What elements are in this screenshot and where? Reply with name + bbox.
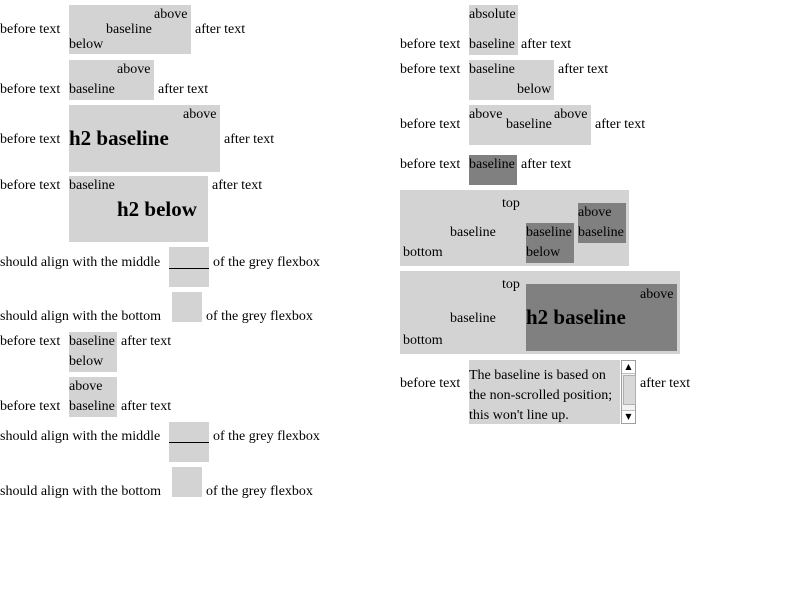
baseline-label: baseline bbox=[450, 311, 496, 326]
scroll-down-arrow-icon[interactable]: ▼ bbox=[622, 410, 635, 423]
below-label: below bbox=[526, 245, 561, 260]
before-text: before text bbox=[400, 157, 461, 172]
scroll-box[interactable]: The baseline is based on the non-scrolle… bbox=[469, 360, 620, 424]
above-label: above bbox=[469, 107, 503, 122]
h2-below-heading: h2 below bbox=[117, 197, 197, 221]
after-text: after text bbox=[121, 334, 172, 349]
above-label: above bbox=[69, 379, 103, 394]
dark-flexbox bbox=[526, 284, 677, 351]
absolute-label: absolute bbox=[469, 7, 516, 22]
baseline-label: baseline bbox=[469, 62, 515, 77]
grey-flexbox bbox=[169, 247, 209, 287]
below-label: below bbox=[517, 82, 552, 97]
grey-flexbox bbox=[69, 105, 220, 172]
above-label: above bbox=[578, 205, 612, 220]
after-text: after text bbox=[521, 157, 572, 172]
baseline-label: baseline bbox=[69, 82, 115, 97]
below-label: below bbox=[69, 354, 104, 369]
top-label: top bbox=[502, 196, 520, 211]
scroll-line: the non-scrolled position; bbox=[469, 388, 613, 403]
after-text: after text bbox=[640, 376, 691, 391]
baseline-label: baseline bbox=[69, 178, 115, 193]
baseline-label: baseline bbox=[526, 225, 572, 240]
top-label: top bbox=[502, 277, 520, 292]
h2-baseline-heading: h2 baseline bbox=[69, 126, 169, 150]
middle-line bbox=[169, 268, 209, 269]
scroll-line: this won't line up. bbox=[469, 408, 569, 423]
align-bottom-text: should align with the bottom bbox=[0, 484, 161, 499]
scroll-up-arrow-icon[interactable]: ▲ bbox=[622, 361, 635, 374]
align-bottom-text: should align with the bottom bbox=[0, 309, 161, 324]
grey-flexbox bbox=[69, 176, 208, 242]
below-label: below bbox=[69, 37, 104, 52]
of-flexbox-text: of the grey flexbox bbox=[206, 484, 313, 499]
grey-flexbox bbox=[469, 105, 591, 145]
bottom-label: bottom bbox=[403, 333, 443, 348]
above-label: above bbox=[117, 62, 151, 77]
above-label: above bbox=[554, 107, 588, 122]
before-text: before text bbox=[0, 82, 61, 97]
after-text: after text bbox=[212, 178, 263, 193]
scroll-line: The baseline is based on bbox=[469, 368, 606, 383]
grey-flexbox bbox=[69, 332, 117, 372]
baseline-label: baseline bbox=[469, 157, 515, 172]
before-text: before text bbox=[400, 37, 461, 52]
after-text: after text bbox=[558, 62, 609, 77]
baseline-label: baseline bbox=[450, 225, 496, 240]
grey-flexbox bbox=[172, 292, 202, 322]
scrollbar-thumb[interactable] bbox=[623, 375, 636, 405]
align-middle-text: should align with the middle bbox=[0, 429, 161, 444]
of-flexbox-text: of the grey flexbox bbox=[213, 429, 320, 444]
above-label: above bbox=[640, 287, 674, 302]
of-flexbox-text: of the grey flexbox bbox=[206, 309, 313, 324]
grey-flexbox bbox=[469, 60, 554, 100]
baseline-label: baseline bbox=[578, 225, 624, 240]
before-text: before text bbox=[0, 22, 61, 37]
above-label: above bbox=[183, 107, 217, 122]
align-middle-text: should align with the middle bbox=[0, 255, 161, 270]
above-label: above bbox=[154, 7, 188, 22]
grey-flexbox bbox=[469, 5, 518, 55]
before-text: before text bbox=[0, 399, 61, 414]
before-text: before text bbox=[0, 178, 61, 193]
after-text: after text bbox=[195, 22, 246, 37]
dark-flexbox bbox=[469, 155, 517, 185]
dark-flexbox bbox=[526, 223, 574, 263]
after-text: after text bbox=[158, 82, 209, 97]
before-text: before text bbox=[400, 62, 461, 77]
dark-flexbox bbox=[578, 203, 626, 243]
after-text: after text bbox=[121, 399, 172, 414]
after-text: after text bbox=[521, 37, 572, 52]
vertical-scrollbar[interactable]: ▲ ▼ bbox=[621, 360, 636, 424]
before-text: before text bbox=[400, 376, 461, 391]
after-text: after text bbox=[595, 117, 646, 132]
middle-line bbox=[169, 442, 209, 443]
baseline-label: baseline bbox=[469, 37, 515, 52]
before-text: before text bbox=[0, 132, 61, 147]
before-text: before text bbox=[0, 334, 61, 349]
h2-baseline-heading: h2 baseline bbox=[526, 305, 626, 329]
grey-flexbox bbox=[172, 467, 202, 497]
grey-flexbox bbox=[69, 377, 117, 417]
before-text: before text bbox=[400, 117, 461, 132]
of-flexbox-text: of the grey flexbox bbox=[213, 255, 320, 270]
baseline-label: baseline bbox=[506, 117, 552, 132]
after-text: after text bbox=[224, 132, 275, 147]
bottom-label: bottom bbox=[403, 245, 443, 260]
baseline-label: baseline bbox=[69, 334, 115, 349]
grey-flexbox bbox=[69, 5, 191, 54]
grey-flexbox bbox=[69, 60, 154, 100]
baseline-label: baseline bbox=[69, 399, 115, 414]
baseline-label: baseline bbox=[106, 22, 152, 37]
